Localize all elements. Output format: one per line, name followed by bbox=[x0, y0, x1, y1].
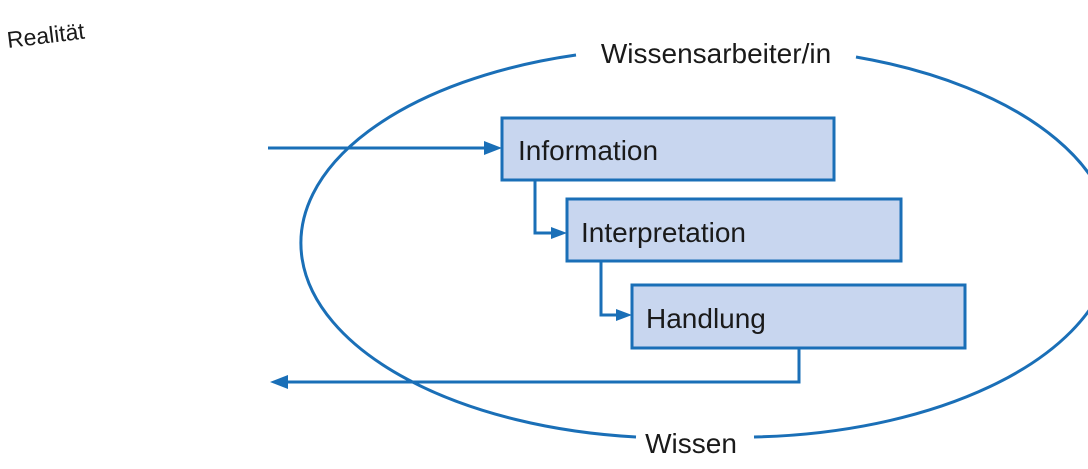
output-arrow bbox=[270, 348, 801, 389]
realitaet-label: Realität bbox=[5, 18, 86, 53]
step-handlung-label: Handlung bbox=[646, 303, 766, 334]
knowledge-label: Wissen bbox=[645, 428, 737, 459]
step-interpretation-box bbox=[565, 197, 903, 263]
step-interpretation: Interpretation bbox=[565, 197, 903, 263]
step-interpretation-label: Interpretation bbox=[581, 217, 746, 248]
connector-interpretation-handlung bbox=[599, 261, 632, 321]
input-arrow bbox=[268, 141, 502, 155]
step-handlung: Handlung bbox=[630, 283, 967, 350]
connector-information-interpretation bbox=[533, 180, 567, 239]
knowledge-worker-ellipse bbox=[299, 53, 1088, 439]
step-handlung-box bbox=[630, 283, 967, 350]
step-information-box bbox=[500, 116, 836, 182]
knowledge-worker-label: Wissensarbeiter/in bbox=[601, 38, 831, 69]
step-information: Information bbox=[500, 116, 836, 182]
step-information-label: Information bbox=[518, 135, 658, 166]
